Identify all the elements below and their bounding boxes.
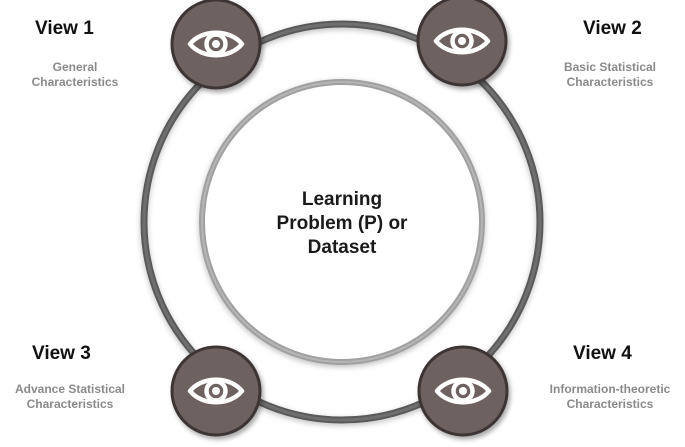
eye-badge-view-4 <box>417 345 509 437</box>
view-1-title: View 1 <box>35 18 94 39</box>
eye-badge-view-3 <box>170 345 262 437</box>
view-1-desc: General Characteristics <box>10 60 140 90</box>
view-2-title: View 2 <box>583 18 642 39</box>
center-line-2: Problem (P) or <box>276 213 408 234</box>
center-line-1: Learning <box>301 189 383 210</box>
view-2-desc: Basic Statistical Characteristics <box>540 60 680 90</box>
view-3-desc: Advance Statistical Characteristics <box>0 382 140 412</box>
view-2-desc-line-1: Basic Statistical <box>563 60 657 74</box>
view-4-desc-line-1: Information-theoretic <box>549 382 671 396</box>
center-label: Learning Problem (P) or Dataset <box>242 188 442 260</box>
view-2-desc-line-2: Characteristics <box>566 75 654 89</box>
view-4-desc: Information-theoretic Characteristics <box>537 382 683 412</box>
view-4-title: View 4 <box>573 343 632 364</box>
eye-badge-view-1 <box>170 0 262 90</box>
view-1-desc-line-2: Characteristics <box>31 75 119 89</box>
view-3-desc-line-2: Characteristics <box>26 397 114 411</box>
eye-badge-view-2 <box>416 0 508 87</box>
view-3-desc-line-1: Advance Statistical <box>14 382 126 396</box>
view-4-desc-line-2: Characteristics <box>566 397 654 411</box>
view-1-desc-line-1: General <box>52 60 98 74</box>
view-3-title: View 3 <box>32 343 91 364</box>
center-line-3: Dataset <box>307 237 377 258</box>
